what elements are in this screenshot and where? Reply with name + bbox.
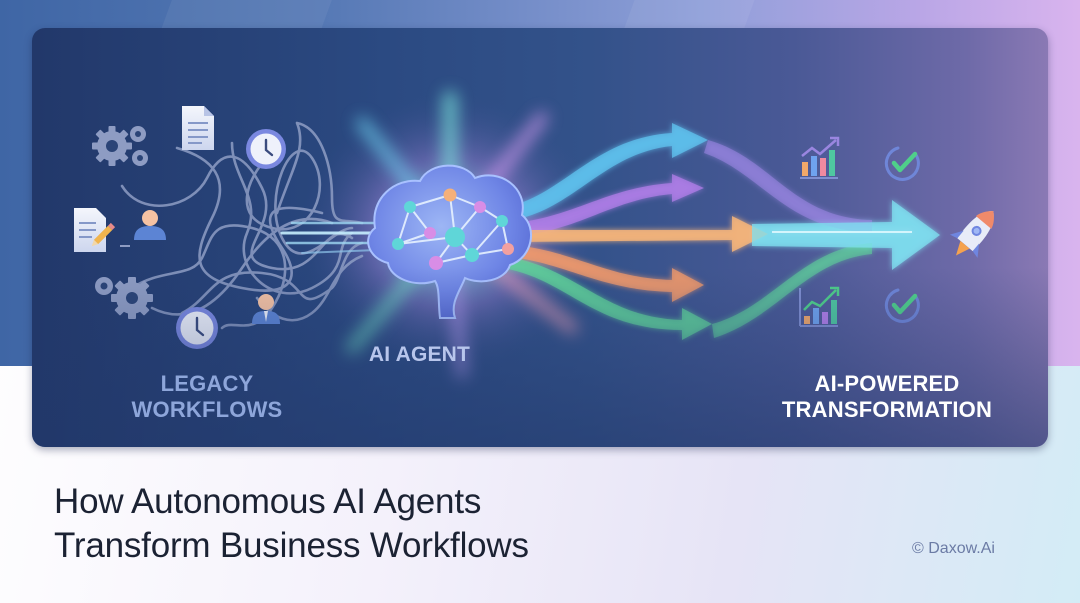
check-circle-icon — [884, 146, 920, 181]
user-icon — [134, 210, 166, 240]
article-headline: How Autonomous AI Agents Transform Busin… — [54, 480, 529, 568]
input-light-streams — [280, 221, 379, 254]
headline-line2: Transform Business Workflows — [54, 526, 529, 565]
hero-banner-card: LEGACY WORKFLOWS AI AGENT AI-POWERED TRA… — [32, 28, 1048, 447]
copyright-notice: © Daxow.Ai — [912, 540, 995, 557]
gears-icon — [92, 126, 148, 166]
document-icon — [182, 106, 214, 150]
powered-label-line2: TRANSFORMATION — [781, 397, 993, 423]
ai-powered-transformation-label: AI-POWERED TRANSFORMATION — [752, 371, 1022, 424]
powered-label-line1: AI-POWERED — [814, 371, 960, 396]
rocket-icon — [949, 211, 994, 258]
edit-document-icon — [74, 208, 130, 252]
headline-line1: How Autonomous AI Agents — [54, 482, 482, 521]
ai-agent-label: AI AGENT — [368, 343, 471, 366]
card-bottom-shade — [32, 267, 1048, 447]
legacy-label-line2: WORKFLOWS — [131, 397, 283, 423]
legacy-workflows-label: LEGACY WORKFLOWS — [102, 371, 312, 424]
bar-chart-up-icon — [800, 136, 840, 179]
legacy-label-line1: LEGACY — [160, 371, 254, 396]
clock-icon — [246, 129, 286, 169]
